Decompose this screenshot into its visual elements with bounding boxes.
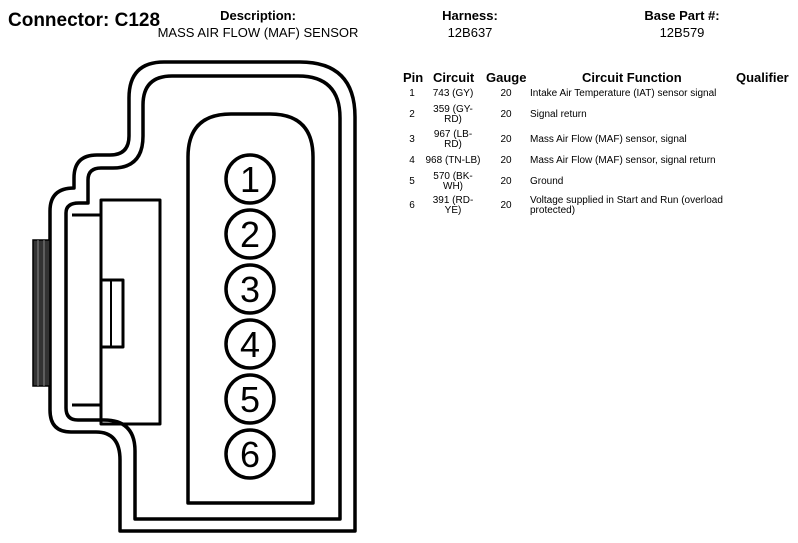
table-row: 5 570 (BK-WH) 20 Ground xyxy=(0,172,798,192)
pin-number-cell: 4 xyxy=(402,156,422,166)
gauge-cell: 20 xyxy=(494,135,518,145)
harness-label: Harness: xyxy=(442,8,498,23)
pin-2-circle xyxy=(224,208,276,260)
circuit-text: 570 (BK- xyxy=(433,171,473,182)
base-part-value: 12B579 xyxy=(659,25,705,40)
pin-cavity-outline xyxy=(186,112,315,505)
circuit-function-text: Mass Air Flow (MAF) sensor, signal xyxy=(530,134,687,145)
circuit-text: RD) xyxy=(444,114,462,125)
pin-number-cell: 2 xyxy=(402,110,422,120)
pin-4-label: 4 xyxy=(240,324,260,365)
latch-body xyxy=(99,198,162,426)
gauge-value: 20 xyxy=(500,176,512,187)
circuit-text: 391 (RD- xyxy=(432,195,474,206)
circuit-function-text: Ground xyxy=(530,176,564,187)
circuit-function-text: Signal return xyxy=(530,109,587,120)
pin-number-cell: 5 xyxy=(402,177,422,187)
circuit-cell: 743 (GY) xyxy=(422,89,484,99)
circuit-function-text: Mass Air Flow (MAF) sensor, signal retur… xyxy=(530,155,716,166)
pin-1-circle xyxy=(224,153,276,205)
pin-5-label: 5 xyxy=(240,379,260,420)
table-row: 2 359 (GY-RD) 20 Signal return xyxy=(0,105,798,125)
base-part-label: Base Part #: xyxy=(644,8,720,23)
circuit-text: RD) xyxy=(444,139,462,150)
circuit-text: YE) xyxy=(444,205,462,216)
pin-6-label: 6 xyxy=(240,434,260,475)
column-header-circuit-function: Circuit Function xyxy=(582,70,682,85)
circuit-function-cell: Signal return xyxy=(530,110,730,120)
description-value: MASS AIR FLOW (MAF) SENSOR xyxy=(157,25,359,40)
gauge-value: 20 xyxy=(500,200,512,211)
circuit-function-cell: Mass Air Flow (MAF) sensor, signal xyxy=(530,135,730,145)
description-label: Description: xyxy=(220,8,296,23)
circuit-text: WH) xyxy=(443,181,463,192)
column-header-pin: Pin xyxy=(403,70,424,85)
pin-5-circle xyxy=(224,373,276,425)
pin-number-cell: 6 xyxy=(402,201,422,211)
pin-number: 2 xyxy=(409,109,415,120)
circuit-function-cell: Mass Air Flow (MAF) sensor, signal retur… xyxy=(530,156,730,166)
gauge-value: 20 xyxy=(500,155,512,166)
pin-3-circle xyxy=(224,263,276,315)
circuit-function-text: Intake Air Temperature (IAT) sensor sign… xyxy=(530,88,717,99)
table-row: 1 743 (GY) 20 Intake Air Temperature (IAT) … xyxy=(0,89,798,99)
circuit-function-text: protected) xyxy=(530,205,576,216)
pin-1-label: 1 xyxy=(240,159,260,200)
pin-3-label: 3 xyxy=(240,269,260,310)
circuit-function-cell: Intake Air Temperature (IAT) sensor sign… xyxy=(530,89,730,99)
circuit-cell: 968 (TN-LB) xyxy=(422,156,484,166)
circuit-cell: 570 (BK-WH) xyxy=(422,172,484,192)
pin-number: 6 xyxy=(409,200,415,211)
gauge-value: 20 xyxy=(500,88,512,99)
circuit-text: 743 (GY) xyxy=(432,88,474,99)
gauge-cell: 20 xyxy=(494,89,518,99)
circuit-function-cell: Ground xyxy=(530,177,730,187)
gauge-value: 20 xyxy=(500,134,512,145)
circuit-cell: 391 (RD-YE) xyxy=(422,196,484,216)
circuit-text: 968 (TN-LB) xyxy=(425,155,481,166)
circuit-cell: 359 (GY-RD) xyxy=(422,105,484,125)
pin-number-cell: 3 xyxy=(402,135,422,145)
housing-outer-outline xyxy=(48,60,357,533)
pin-4-circle xyxy=(224,318,276,370)
table-row: 3 967 (LB-RD) 20 Mass Air Flow (MAF) sensor… xyxy=(0,130,798,150)
circuit-cell: 967 (LB-RD) xyxy=(422,130,484,150)
column-header-gauge: Gauge xyxy=(486,70,527,85)
pin-6-circle xyxy=(224,428,276,480)
circuit-function-cell: Voltage supplied in Start and Run (overl… xyxy=(530,196,730,216)
connector-title: Connector: C128 xyxy=(8,10,161,31)
column-header-qualifier: Qualifier xyxy=(736,70,789,85)
harness-value: 12B637 xyxy=(447,25,493,40)
gauge-cell: 20 xyxy=(494,177,518,187)
column-header-circuit: Circuit xyxy=(433,70,475,85)
circuit-text: 359 (GY- xyxy=(433,104,473,115)
circuit-text: 967 (LB- xyxy=(433,129,473,140)
gauge-value: 20 xyxy=(500,109,512,120)
gauge-cell: 20 xyxy=(494,110,518,120)
locking-tab xyxy=(32,239,51,387)
table-row: 4 968 (TN-LB) 20 Mass Air Flow (MAF) sensor… xyxy=(0,156,798,166)
gauge-cell: 20 xyxy=(494,156,518,166)
housing-inner-outline xyxy=(64,74,342,521)
pin-number: 4 xyxy=(409,155,415,166)
pin-2-label: 2 xyxy=(240,214,260,255)
pin-number: 3 xyxy=(409,134,415,145)
circuit-function-text: Voltage supplied in Start and Run (overl… xyxy=(530,195,723,206)
pin-number-cell: 1 xyxy=(402,89,422,99)
pin-number: 1 xyxy=(409,88,415,99)
pin-number: 5 xyxy=(409,176,415,187)
gauge-cell: 20 xyxy=(494,201,518,211)
table-row: 6 391 (RD-YE) 20 Voltage supplied in Start … xyxy=(0,196,798,216)
